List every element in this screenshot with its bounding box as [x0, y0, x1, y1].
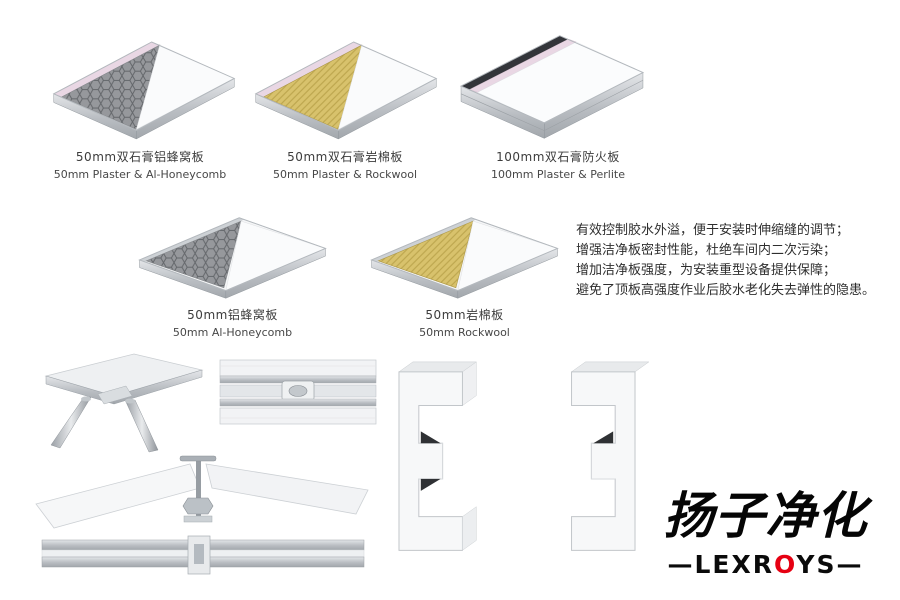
frame-edge [139, 217, 244, 262]
panel-illustration-rockwool [370, 217, 559, 299]
brand-name-zh: 扬子净化 [663, 487, 868, 545]
panel-illustration-plaster-rockwool [254, 41, 438, 140]
panel-label-plaster-perlite: 100mm双石膏防火板 100mm Plaster & Perlite [448, 148, 668, 181]
panel-right [205, 463, 369, 515]
panel-label-en: 50mm Rockwool [419, 326, 510, 339]
side-profile-line [544, 79, 644, 131]
joint-detail-profile-section [219, 359, 377, 425]
profile-top-face [570, 361, 650, 373]
panel-label-zh: 50mm双石膏铝蜂窝板 [75, 150, 205, 164]
panel-frame [254, 41, 438, 131]
aluminum-profile [219, 398, 377, 407]
panel-frame [370, 217, 559, 292]
feature-line: 避免了顶板高强度作业后胶水老化失去弹性的隐患。 [576, 283, 876, 298]
jack-shaft [196, 458, 201, 516]
wordmark-accent-letter: O [774, 550, 797, 579]
wordmark-suffix: YS— [796, 550, 864, 579]
panel-label-al-honeycomb: 50mm铝蜂窝板 50mm Al-Honeycomb [125, 306, 340, 339]
support-tube [50, 396, 92, 449]
feature-line: 增加洁净板强度，为安装重型设备提供保障； [576, 263, 837, 278]
tube-cap [125, 398, 135, 404]
panel-label-zh: 50mm岩棉板 [425, 308, 504, 322]
support-tube [125, 399, 159, 453]
panel-label-zh: 50mm双石膏岩棉板 [287, 150, 403, 164]
panel-frame [52, 41, 236, 131]
wordmark-prefix: —LEXR [667, 550, 775, 579]
profile-left-front [398, 371, 463, 551]
gasket-wedge [593, 431, 614, 444]
panel-illustration-al-honeycomb [138, 217, 327, 299]
side-profile-line [460, 93, 545, 131]
panel-label-zh: 50mm铝蜂窝板 [187, 308, 278, 322]
panel-section-top [219, 359, 377, 377]
honeycomb-core [145, 220, 242, 289]
panel-section-bottom [219, 407, 377, 425]
jack-base [183, 515, 213, 523]
jack-nut [182, 497, 214, 515]
feature-line: 增强洁净板密封性能，杜绝车间内二次污染； [576, 243, 837, 258]
panel-illustration-plaster-perlite [459, 35, 645, 139]
panel-frame [459, 35, 645, 124]
frame-edge [371, 217, 476, 262]
panel-label-en: 50mm Al-Honeycomb [172, 326, 293, 339]
perlite-core [461, 35, 569, 90]
edge-clamp-slot [194, 544, 204, 564]
tube-cap [81, 396, 91, 402]
jack-handle [179, 455, 217, 462]
panel-label-rockwool: 50mm岩棉板 50mm Rockwool [357, 306, 572, 339]
panel-label-en: 50mm Plaster & Al-Honeycomb [53, 168, 227, 181]
panel-label-zh: 100mm双石膏防火板 [496, 150, 620, 164]
panel-illustration-plaster-al-honeycomb [52, 41, 236, 140]
profile-right-front [571, 371, 636, 551]
panel-label-en: 50mm Plaster & Rockwool [272, 168, 418, 181]
connector-profiles-render [398, 361, 650, 551]
gasket-wedge [420, 478, 441, 491]
profile-inner-edge [418, 442, 444, 480]
joint-detail-corner-render [44, 353, 204, 453]
panel-label-plaster-rockwool: 50mm双石膏岩棉板 50mm Plaster & Rockwool [235, 148, 455, 181]
brand-block: 扬子净化 —LEXROYS— [638, 476, 893, 579]
corner-bracket [97, 385, 133, 405]
rockwool-core [377, 220, 474, 289]
panel-label-plaster-al-honeycomb: 50mm双石膏铝蜂窝板 50mm Plaster & Al-Honeycomb [30, 148, 250, 181]
clamp-slot [288, 385, 308, 397]
features-text: 有效控制胶水外溢，便于安装时伸缩缝的调节； 增强洁净板密封性能，杜绝车间内二次污… [576, 221, 891, 301]
panel-label-en: 100mm Plaster & Perlite [491, 168, 625, 181]
profile-inner-edge [590, 442, 616, 480]
brand-wordmark: —LEXROYS— [638, 550, 893, 579]
panel-left [35, 463, 201, 529]
feature-line: 有效控制胶水外溢，便于安装时伸缩缝的调节； [576, 223, 850, 238]
gasket-wedge [420, 431, 441, 444]
joint-detail-panel-jack [35, 455, 369, 575]
panel-frame [138, 217, 327, 292]
profile-side-face [462, 506, 477, 551]
